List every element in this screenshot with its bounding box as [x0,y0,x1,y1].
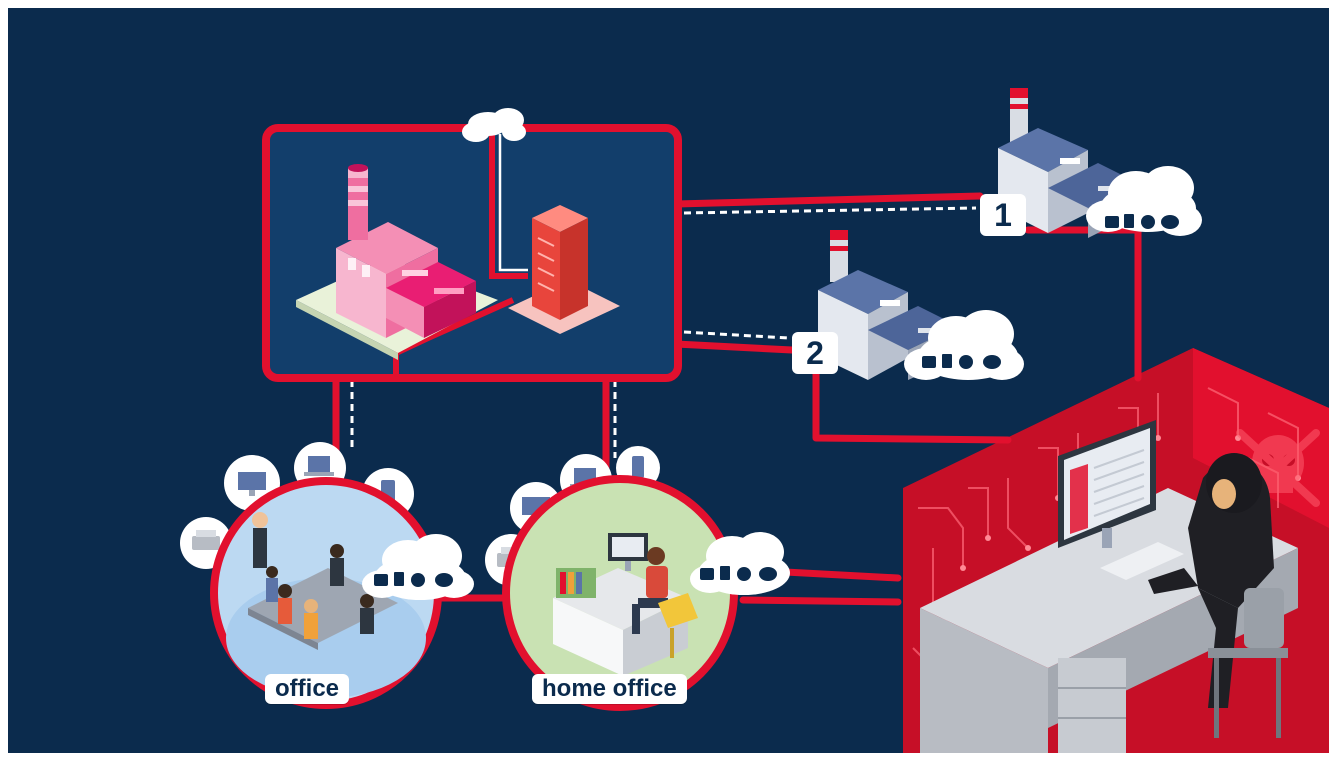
office-label: office [265,674,350,705]
office-circle [180,442,474,709]
connection-lines [332,192,1142,606]
meeting-icon [248,512,398,650]
network-diagram-svg [180,88,1329,753]
desk-worker-icon [553,533,698,676]
headquarters-box [262,108,682,382]
factory-2-badge: 2 [792,332,838,374]
factory-icon [296,164,498,360]
cloud-icon [690,532,790,595]
home-office-label: home office [532,674,687,705]
cloud-icon [362,534,474,600]
skull-icon [1236,429,1320,507]
cloud-icon [904,310,1024,380]
home-office-circle [485,446,790,711]
hacker-icon [920,420,1298,753]
cloud-icon [1086,166,1202,236]
factory-1-badge: 1 [980,194,1026,236]
cloud-icon [462,108,526,142]
server-icon [508,205,620,334]
network-diagram-canvas: office home office 1 2 [8,8,1329,753]
dashed-links [268,206,977,458]
